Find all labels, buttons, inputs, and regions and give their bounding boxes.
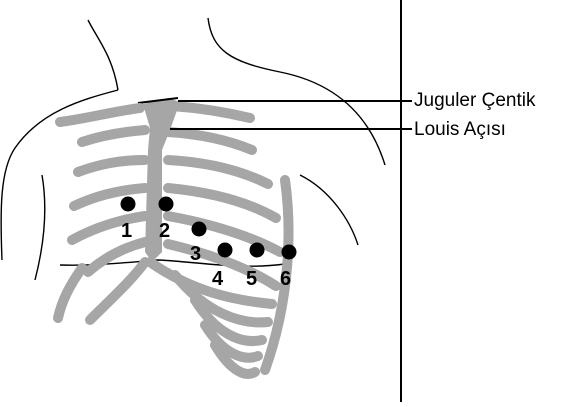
electrode-label-2: 2	[159, 221, 170, 241]
electrode-label-5: 5	[246, 269, 257, 289]
rib-cage	[58, 106, 288, 374]
electrode-v3	[192, 222, 207, 237]
jugular-notch-label: Juguler Çentik	[414, 91, 535, 110]
electrode-label-6: 6	[280, 269, 291, 289]
body-outline	[1, 18, 385, 280]
electrode-v1	[121, 197, 136, 212]
electrode-v6	[282, 245, 297, 260]
electrode-v2	[159, 197, 174, 212]
electrode-v4	[218, 243, 233, 258]
electrode-label-1: 1	[121, 221, 132, 241]
electrode-label-3: 3	[190, 244, 201, 264]
electrode-v5	[250, 243, 265, 258]
angle-of-louis-label: Louis Açısı	[414, 120, 506, 139]
electrode-label-4: 4	[212, 269, 223, 289]
